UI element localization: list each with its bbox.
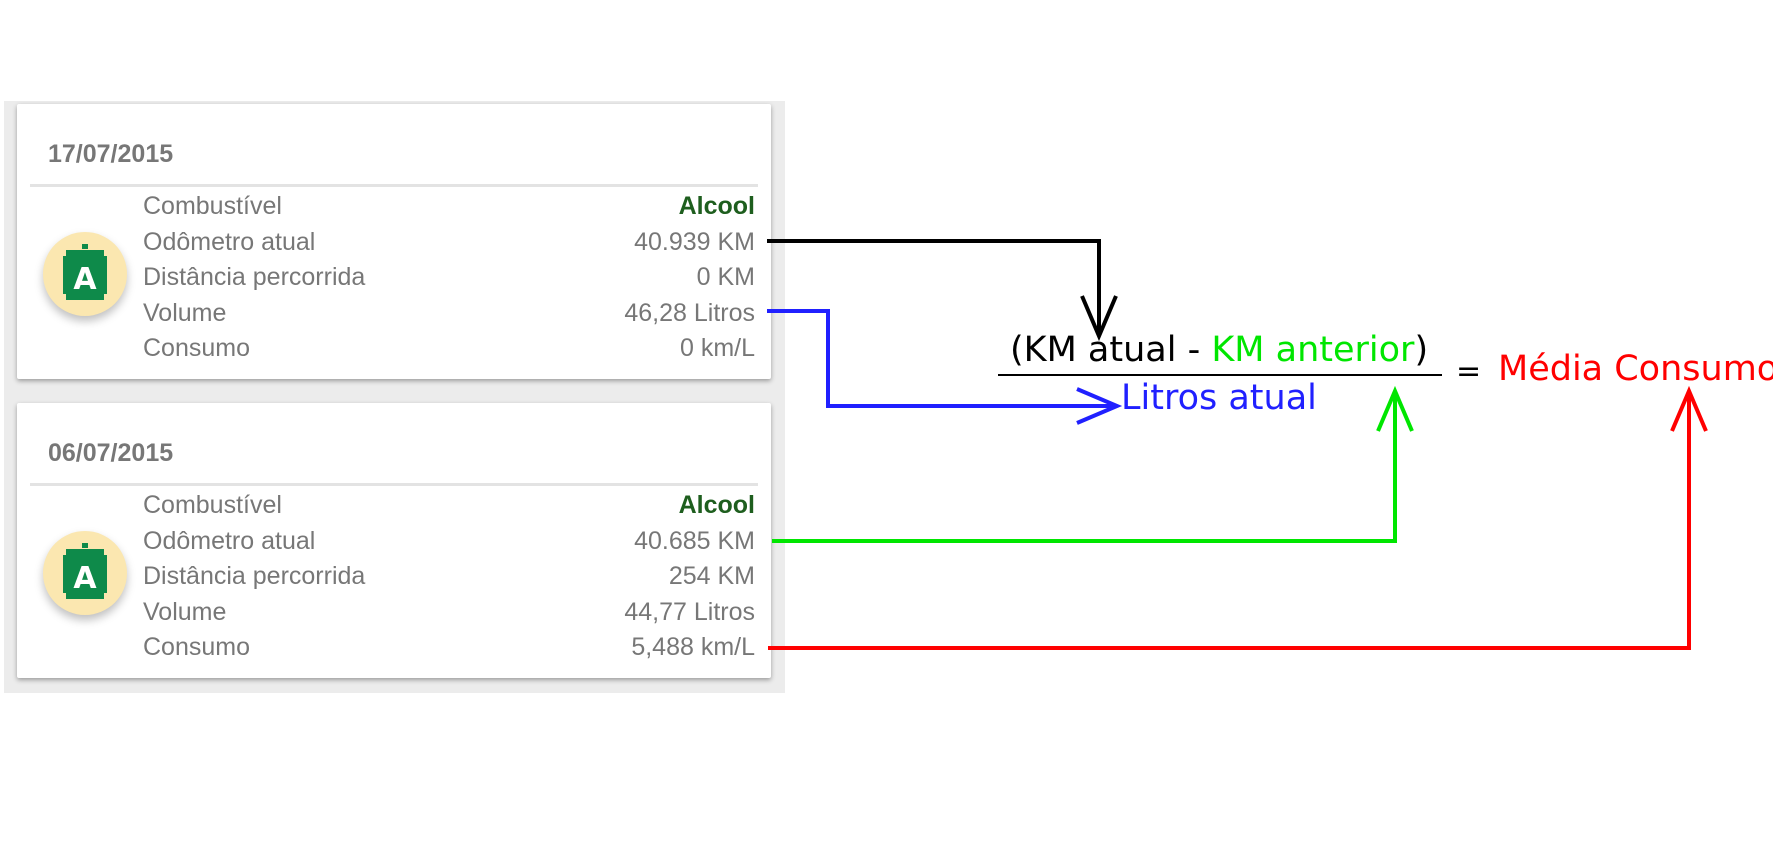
row-consumption: Consumo 5,488 km/L	[143, 633, 755, 667]
row-odometer: Odômetro atual 40.685 KM	[143, 527, 755, 561]
fuel-letter: A	[73, 561, 97, 596]
row-label: Volume	[143, 598, 227, 626]
consumption-value: 5,488 km/L	[631, 633, 755, 661]
red-arrowhead	[1670, 385, 1708, 432]
row-label: Volume	[143, 299, 227, 327]
black-connector-arrow	[767, 239, 1101, 336]
close-paren: )	[1414, 330, 1429, 370]
fuel-record-card[interactable]: 17/07/2015 A Combustível Alcool Odômetro…	[17, 104, 771, 379]
fuel-type-badge: A	[43, 531, 127, 615]
km-atual-term: KM atual -	[1023, 330, 1201, 370]
row-distance: Distância percorrida 0 KM	[143, 263, 755, 297]
row-volume: Volume 44,77 Litros	[143, 598, 755, 632]
fuel-record-card[interactable]: 06/07/2015 A Combustível Alcool Odômetro…	[17, 403, 771, 678]
row-label: Odômetro atual	[143, 527, 316, 555]
fuel-canister-icon: A	[63, 543, 107, 599]
fuel-type-badge: A	[43, 232, 127, 316]
media-consumo-term: Média Consumo	[1498, 349, 1773, 389]
row-label: Consumo	[143, 334, 250, 362]
red-connector-arrow	[768, 391, 1691, 650]
green-arrowhead	[1376, 385, 1414, 432]
fraction-line	[998, 374, 1442, 376]
record-date: 17/07/2015	[48, 140, 174, 168]
blue-arrowhead	[1076, 387, 1123, 425]
row-label: Combustível	[143, 192, 282, 220]
odometer-value: 40.939 KM	[634, 228, 755, 256]
row-fuel: Combustível Alcool	[143, 491, 755, 525]
divider	[30, 483, 758, 486]
volume-value: 46,28 Litros	[624, 299, 755, 327]
row-distance: Distância percorrida 254 KM	[143, 562, 755, 596]
record-date: 06/07/2015	[48, 439, 174, 467]
blue-connector-arrow	[767, 309, 1117, 408]
consumption-value: 0 km/L	[679, 334, 755, 362]
row-odometer: Odômetro atual 40.939 KM	[143, 228, 755, 262]
odometer-value: 40.685 KM	[634, 527, 755, 555]
row-label: Odômetro atual	[143, 228, 316, 256]
row-label: Distância percorrida	[143, 562, 366, 590]
volume-value: 44,77 Litros	[624, 598, 755, 626]
fuel-value: Alcool	[678, 192, 755, 220]
distance-value: 0 KM	[696, 263, 755, 291]
km-anterior-term: KM anterior	[1211, 330, 1415, 370]
row-label: Combustível	[143, 491, 282, 519]
equals-sign: =	[1456, 354, 1482, 389]
row-label: Consumo	[143, 633, 250, 661]
row-consumption: Consumo 0 km/L	[143, 334, 755, 368]
fuel-value: Alcool	[678, 491, 755, 519]
row-fuel: Combustível Alcool	[143, 192, 755, 226]
divider	[30, 184, 758, 187]
fuel-canister-icon: A	[63, 244, 107, 300]
distance-value: 254 KM	[668, 562, 755, 590]
row-volume: Volume 46,28 Litros	[143, 299, 755, 333]
green-connector-arrow	[772, 391, 1397, 543]
fuel-letter: A	[73, 262, 97, 297]
open-paren: (	[1010, 330, 1024, 370]
litros-atual-term: Litros atual	[1121, 378, 1317, 418]
row-label: Distância percorrida	[143, 263, 366, 291]
formula-numerator: (KM atual - KM anterior)	[1010, 330, 1428, 370]
black-arrowhead	[1080, 295, 1118, 342]
